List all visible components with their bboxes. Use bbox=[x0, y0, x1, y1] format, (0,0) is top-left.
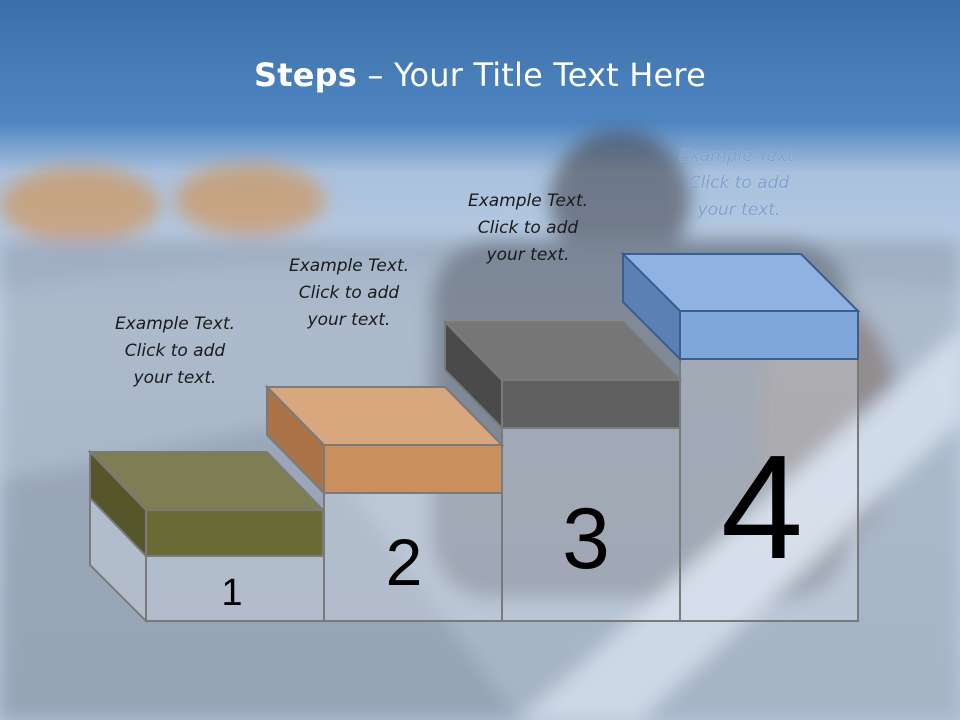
caption-line: Example Text. bbox=[288, 256, 410, 276]
step-1-number: 1 bbox=[221, 572, 242, 614]
step-1-block[interactable] bbox=[87, 449, 326, 559]
page-title[interactable]: Steps – Your Title Text Here bbox=[0, 56, 960, 94]
caption-line: your text. bbox=[307, 310, 391, 330]
step-1-caption[interactable]: Example Text. Click to add your text. bbox=[90, 311, 260, 392]
title-rest: – Your Title Text Here bbox=[357, 56, 706, 94]
step-3-number: 3 bbox=[562, 491, 610, 587]
caption-line: your text. bbox=[133, 368, 217, 388]
step-3-caption[interactable]: Example Text. Click to add your text. bbox=[443, 188, 613, 269]
caption-line: Click to add bbox=[124, 341, 226, 361]
step-4-caption[interactable]: Example Text. Click to add your text. bbox=[654, 143, 824, 224]
caption-line: Click to add bbox=[688, 173, 790, 193]
step-4-block[interactable] bbox=[620, 251, 861, 362]
caption-line: Example Text. bbox=[678, 146, 800, 166]
caption-line: Example Text. bbox=[467, 191, 589, 211]
title-bold: Steps bbox=[254, 56, 358, 94]
step-4-number: 4 bbox=[721, 425, 803, 590]
step-2-caption[interactable]: Example Text. Click to add your text. bbox=[264, 253, 434, 334]
step-2-number: 2 bbox=[386, 525, 423, 599]
caption-line: Click to add bbox=[298, 283, 400, 303]
caption-line: your text. bbox=[486, 245, 570, 265]
step-2-block[interactable] bbox=[264, 384, 505, 496]
step-3-block[interactable] bbox=[442, 319, 683, 431]
caption-line: Example Text. bbox=[114, 314, 236, 334]
caption-line: Click to add bbox=[477, 218, 579, 238]
caption-line: your text. bbox=[697, 200, 781, 220]
